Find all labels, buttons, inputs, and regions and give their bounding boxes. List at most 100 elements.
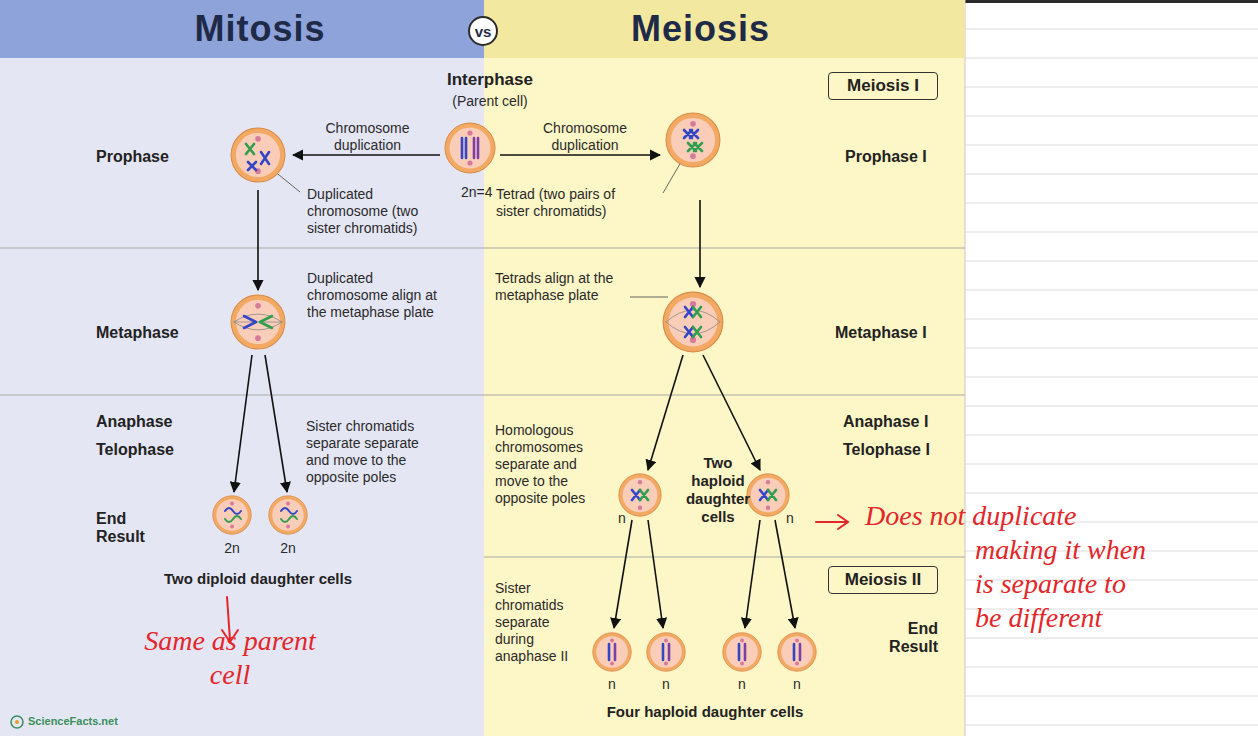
notebook-rules: [965, 29, 1258, 725]
cell: [723, 633, 761, 671]
flow-arrow: [648, 355, 683, 470]
cell: [747, 474, 789, 516]
cell: [445, 123, 495, 173]
ploidy-number: n: [614, 510, 630, 527]
stage-name: End Result: [96, 510, 156, 546]
chromosome: [281, 516, 297, 522]
logo-ring: [11, 716, 23, 728]
header-title: Mitosis: [194, 8, 325, 50]
phase-box: Meiosis II: [828, 566, 938, 594]
stage-name: Telophase I: [843, 441, 963, 459]
phase-box: Meiosis I: [828, 72, 938, 100]
source-credit: ScienceFacts.net: [28, 715, 168, 728]
result-note: Two diploid daughter cells: [128, 570, 388, 588]
chromosome: [281, 508, 297, 514]
leader-note: Tetrad (two pairs of sister chromatids): [496, 186, 616, 220]
stage-name: Anaphase: [96, 413, 216, 431]
chromosome: [246, 144, 254, 154]
cell: [663, 292, 723, 352]
phase-title: Meiosis II: [845, 570, 922, 590]
flow-arrow: [775, 520, 795, 628]
chromosome: [244, 316, 256, 328]
ploidy-number: n: [789, 676, 805, 693]
chromosome: [260, 316, 272, 328]
step-note: Sister chromatids separate during anapha…: [495, 580, 575, 665]
ploidy-number: 2n: [273, 540, 303, 557]
chromosome: [685, 307, 693, 337]
header-band: Mitosis: [0, 0, 484, 58]
flow-arrow: [265, 355, 287, 492]
row-divider: [0, 395, 965, 396]
spindle: [666, 310, 720, 334]
cell: [778, 633, 816, 671]
flow-arrow: [648, 520, 663, 628]
cell: [593, 633, 631, 671]
ploidy-number: 2n=4: [461, 184, 501, 201]
stage-name: Metaphase: [96, 324, 216, 342]
phase-title: Meiosis I: [847, 76, 919, 96]
mitosis-panel: [0, 0, 484, 736]
step-note: Duplicated chromosome align at the metap…: [307, 270, 442, 321]
cell: [269, 496, 307, 534]
handwritten-arrow: [816, 515, 848, 529]
vs-text: vs: [475, 23, 492, 40]
leader-note: Tetrads align at the metaphase plate: [495, 270, 630, 304]
chromosome: [609, 644, 794, 660]
chromosome: [225, 508, 241, 514]
chromosome: [693, 307, 701, 337]
stage-name: Prophase: [96, 148, 216, 166]
handwritten-note: Does not duplicate making it when is sep…: [975, 499, 1150, 635]
header-title: Meiosis: [631, 8, 770, 50]
logo-core: [15, 720, 19, 724]
cell: [231, 295, 285, 349]
header-band: Meiosis: [484, 0, 965, 58]
cell: [666, 113, 720, 167]
stage-name: Anaphase I: [843, 413, 963, 431]
handwritten-note: Same as parent cell: [140, 624, 320, 692]
step-note: Sister chromatids separate separate and …: [306, 418, 436, 486]
meiosis-panel: [484, 0, 965, 736]
row-divider: [484, 557, 965, 558]
flow-arrow: [614, 520, 632, 628]
leader-line: [630, 297, 668, 298]
chromosome: [225, 516, 241, 522]
arrow-note: Chromosome duplication: [530, 120, 640, 154]
chromosome: [462, 138, 466, 158]
ploidy-number: n: [734, 676, 750, 693]
phase-heading: Interphase: [425, 70, 555, 90]
chromosome: [474, 138, 478, 158]
step-note: Homologous chromosomes separate and move…: [495, 422, 595, 507]
ploidy-number: n: [782, 510, 798, 527]
cell: [619, 474, 661, 516]
leader-note: Duplicated chromosome (two sister chroma…: [307, 186, 442, 237]
ploidy-number: n: [604, 676, 620, 693]
ploidy-number: n: [658, 676, 674, 693]
flow-arrow: [234, 355, 252, 492]
stage-name: Telophase: [96, 441, 216, 459]
parent-note: (Parent cell): [425, 93, 555, 110]
cell: [213, 496, 251, 534]
panel-edge: [965, 0, 966, 736]
arrow-note: Chromosome duplication: [310, 120, 425, 154]
cell: [647, 633, 685, 671]
chromosome: [684, 130, 698, 138]
row-divider: [0, 248, 965, 249]
flow-arrow: [745, 520, 760, 628]
flow-arrow: [257, 190, 259, 290]
flow-arrow: [699, 200, 701, 287]
stage-name: Prophase I: [845, 148, 955, 166]
result-note: Two haploid daughter cells: [683, 454, 753, 526]
cell: [231, 128, 285, 182]
flow-arrow: [500, 154, 660, 156]
ploidy-number: 2n: [217, 540, 247, 557]
chromosome: [248, 152, 269, 170]
chromosome: [688, 143, 702, 151]
vs-badge: vs: [468, 16, 498, 46]
spindle: [234, 314, 282, 330]
flow-arrow: [293, 154, 440, 156]
chromosome: [615, 644, 800, 660]
flow-arrow: [703, 355, 760, 470]
logo-mark: [11, 716, 23, 728]
